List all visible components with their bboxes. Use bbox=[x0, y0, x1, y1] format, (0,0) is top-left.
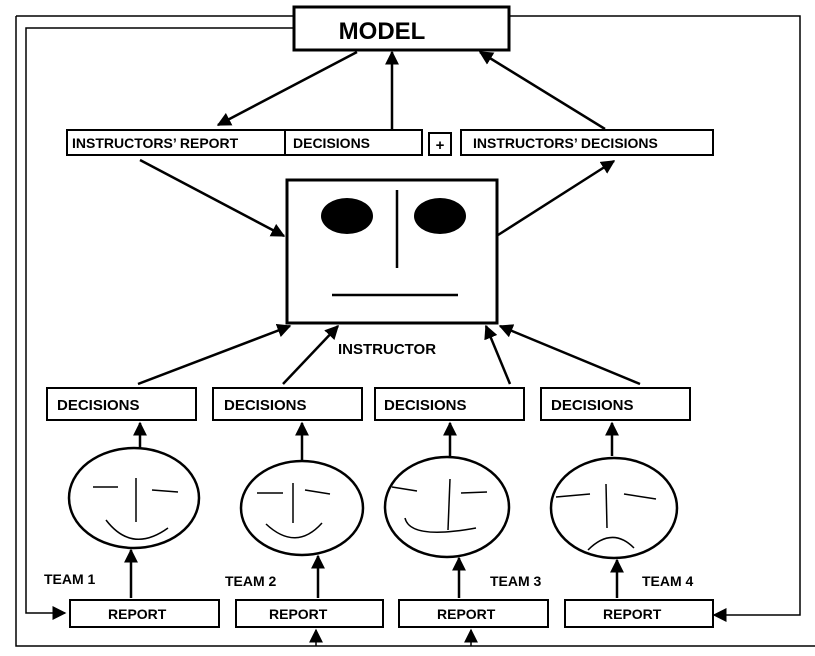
arrow-team3-to-instructor bbox=[484, 324, 512, 385]
instructors-report-label: INSTRUCTORS’ REPORT bbox=[72, 135, 239, 151]
team-2: DECISIONS TEAM 2 REPORT bbox=[212, 387, 384, 628]
team-decisions-label: DECISIONS bbox=[551, 397, 634, 414]
team-face-icon bbox=[549, 456, 679, 560]
model-label: MODEL bbox=[339, 18, 426, 45]
report-label: REPORT bbox=[108, 606, 167, 622]
team-label: TEAM 3 bbox=[490, 573, 542, 589]
report-label: REPORT bbox=[437, 606, 496, 622]
right-eye-icon bbox=[414, 198, 466, 234]
top-decisions-label: DECISIONS bbox=[293, 135, 370, 151]
arrow-model-to-report bbox=[216, 50, 358, 127]
arrow-instructor-to-decisions bbox=[497, 159, 616, 237]
team-decisions-box bbox=[46, 387, 197, 421]
team-1: DECISIONS TEAM 1 REPORT bbox=[44, 387, 220, 628]
instructor-face bbox=[285, 178, 499, 325]
instructors-decisions-box: INSTRUCTORS’ DECISIONS bbox=[460, 129, 714, 156]
left-eye-icon bbox=[321, 198, 373, 234]
instructors-report-box: INSTRUCTORS’ REPORT bbox=[66, 129, 286, 156]
arrow-report-to-instructor bbox=[139, 158, 286, 238]
report-label: REPORT bbox=[269, 606, 328, 622]
report-box bbox=[398, 599, 549, 628]
report-label: REPORT bbox=[603, 606, 662, 622]
team-label: TEAM 4 bbox=[642, 573, 694, 589]
arrow-team1-to-instructor bbox=[137, 323, 292, 386]
outer-loop-bottom bbox=[15, 15, 815, 647]
arrow-team4-to-instructor bbox=[498, 324, 641, 386]
report-box bbox=[564, 599, 714, 628]
team-label: TEAM 2 bbox=[225, 573, 277, 589]
team-decisions-label: DECISIONS bbox=[57, 397, 140, 414]
team-4: DECISIONS TEAM 4 REPORT bbox=[540, 387, 714, 628]
report-box bbox=[69, 599, 220, 628]
team-decisions-label: DECISIONS bbox=[384, 397, 467, 414]
team-decisions-box bbox=[540, 387, 691, 421]
arrow-instr-decisions-to-model bbox=[478, 50, 606, 131]
team-face-icon bbox=[239, 459, 365, 557]
team-decisions-label: DECISIONS bbox=[224, 397, 307, 414]
team-decisions-box bbox=[374, 387, 525, 421]
model-box: MODEL bbox=[292, 5, 511, 52]
outer-loop-left bbox=[25, 27, 293, 620]
team-face-icon bbox=[67, 446, 201, 550]
team-face-icon bbox=[383, 455, 511, 559]
team-3: DECISIONS TEAM 3 REPORT bbox=[374, 387, 549, 628]
plus-box: + bbox=[428, 132, 452, 156]
report-box bbox=[235, 599, 384, 628]
instructors-decisions-label: INSTRUCTORS’ DECISIONS bbox=[473, 135, 658, 151]
instructor-label: INSTRUCTOR bbox=[338, 341, 436, 358]
plus-label: + bbox=[436, 137, 445, 154]
outer-loop-right bbox=[509, 15, 801, 622]
top-decisions-box: DECISIONS bbox=[284, 129, 423, 156]
team-decisions-box bbox=[212, 387, 363, 421]
arrow-team2-to-instructor bbox=[282, 324, 339, 385]
team-label: TEAM 1 bbox=[44, 571, 96, 587]
